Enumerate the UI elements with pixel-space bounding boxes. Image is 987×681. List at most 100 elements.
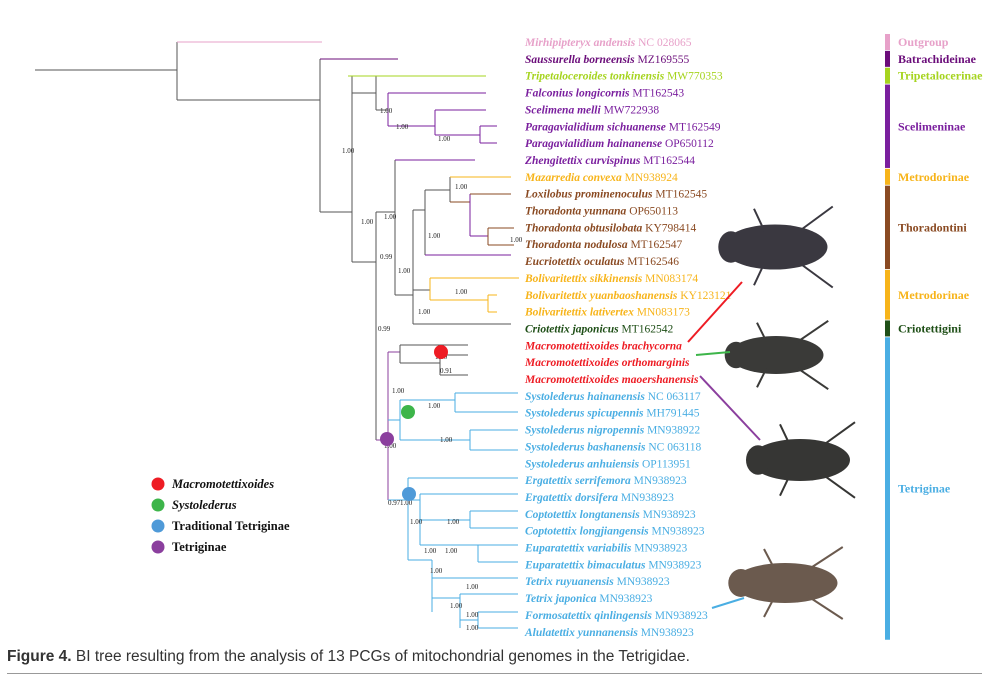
- insect-body: [728, 336, 824, 374]
- accession-number: MN938924: [622, 172, 678, 184]
- taxon-name: Macromotettixoides brachycorna: [524, 340, 682, 352]
- insect-leg: [805, 594, 844, 620]
- legend-label: Macromotettixoides: [171, 477, 274, 491]
- accession-number: NC 028065: [635, 37, 691, 49]
- insect-photo-2: [724, 319, 829, 391]
- taxon-label: Criotettix japonicus MT162542: [525, 323, 674, 335]
- accession-number: OP650113: [626, 206, 678, 218]
- insect-leg: [756, 322, 768, 343]
- pointer-line: [687, 281, 743, 343]
- subfamily-label: Outgroup: [898, 35, 949, 49]
- subfamily-label: Metrodorinae: [898, 288, 970, 302]
- legend-label: Traditional Tetriginae: [172, 519, 290, 533]
- caption-divider: [7, 673, 982, 674]
- support-value: 1.00: [396, 123, 409, 131]
- taxon-name: Macromotettixoides maoershanensis: [524, 374, 699, 386]
- support-value: 1.00: [424, 547, 437, 555]
- subfamily-label: Tetriginae: [898, 482, 951, 496]
- taxon-name: Mirhipipteryx andensis: [524, 37, 636, 49]
- accession-number: KY798414: [642, 222, 696, 234]
- subfamily-bar: OutgroupBatrachideinaeTripetalocerinaeSc…: [885, 34, 983, 640]
- taxon-label: Thoradonta nodulosa MT162547: [525, 239, 682, 251]
- taxon-label: Thoradonta yunnana OP650113: [525, 206, 678, 218]
- figure-caption: Figure 4. BI tree resulting from the ana…: [7, 648, 982, 666]
- subfamily-label: Criotettigini: [898, 321, 962, 335]
- node-markers: [380, 345, 448, 501]
- traditional-tetriginae-node-dot: [402, 487, 416, 501]
- accession-number: MH791445: [644, 408, 700, 420]
- accession-number: MT162543: [630, 88, 685, 100]
- subfamily-label: Metrodorinae: [898, 170, 970, 184]
- support-value: 0.91: [440, 367, 453, 375]
- taxon-name: Scelimena melli: [525, 104, 602, 116]
- taxon-label: Tetrix japonica MN938923: [525, 593, 653, 605]
- insect-body: [722, 224, 828, 270]
- support-value: 1.00: [445, 547, 458, 555]
- taxon-name: Systolederus anhuiensis: [525, 458, 640, 470]
- insect-head: [718, 231, 744, 263]
- support-value: 1.00: [510, 236, 523, 244]
- accession-number: MZ169555: [635, 54, 690, 66]
- taxon-label: Systolederus bashanensis NC 063118: [525, 441, 702, 453]
- insect-leg: [756, 367, 768, 388]
- support-value: 1.00: [455, 288, 468, 296]
- taxon-name: Paragavialidium hainanense: [525, 138, 662, 150]
- taxon-label: Eucriotettix oculatus MT162546: [524, 256, 679, 268]
- legend: MacromotettixoidesSystolederusTraditiona…: [151, 477, 290, 554]
- taxon-label: Euparatettix bimaculatus MN938923: [524, 559, 702, 571]
- insect-photo-4: [728, 546, 844, 620]
- systolederus-node-dot: [401, 405, 415, 419]
- taxon-name: Systolederus bashanensis: [525, 441, 646, 453]
- accession-number: NC 063118: [645, 441, 701, 453]
- subfamily-bar-segment: [885, 269, 890, 320]
- taxon-label: Coptotettix longjiangensis MN938923: [525, 526, 705, 538]
- accession-number: MN938923: [631, 543, 687, 555]
- taxon-name: Ergatettix dorsifera: [524, 492, 618, 504]
- taxon-name: Falconius longicornis: [524, 88, 630, 100]
- support-value: 1.00: [455, 183, 468, 191]
- taxon-name: Systolederus spicupennis: [525, 408, 644, 420]
- taxon-label: Bolivaritettix sikkinensis MN083174: [524, 273, 698, 285]
- support-value: 1.00: [380, 107, 393, 115]
- support-value: 1.00: [466, 624, 479, 632]
- support-value: 1.00: [440, 436, 453, 444]
- taxon-label: Tripetaloceroides tonkinensis MW770353: [525, 71, 723, 83]
- taxon-name: Ergatettix serrifemora: [524, 475, 631, 487]
- insect-leg: [763, 548, 776, 570]
- legend-swatch: [151, 540, 165, 554]
- accession-number: MT162542: [619, 323, 674, 335]
- taxon-label: Systolederus spicupennis MH791445: [525, 408, 700, 420]
- subfamily-bar-segment: [885, 337, 890, 640]
- insect-photos: [687, 205, 856, 620]
- taxon-label: Macromotettixoides orthomarginis: [524, 357, 690, 369]
- accession-number: MT162549: [666, 121, 721, 133]
- subfamily-label: Scelimeninae: [898, 119, 966, 133]
- taxon-label: Systolederus nigropennis MN938922: [525, 425, 700, 437]
- accession-number: MN083174: [642, 273, 698, 285]
- accession-number: MN083173: [634, 307, 690, 319]
- support-value: 1.00: [400, 499, 413, 507]
- subfamily-bar-segment: [885, 320, 890, 337]
- taxon-label: Falconius longicornis MT162543: [524, 88, 684, 100]
- taxon-label: Tetrix ruyuanensis MN938923: [525, 576, 670, 588]
- accession-number: MN938923: [640, 509, 696, 521]
- taxon-name: Euparatettix bimaculatus: [524, 559, 646, 571]
- tetriginae-node-dot: [380, 432, 394, 446]
- insect-leg: [794, 319, 829, 345]
- insect-leg: [779, 474, 791, 497]
- support-value: 1.00: [428, 402, 441, 410]
- support-value: 1.00: [361, 218, 374, 226]
- taxon-label: Bolivaritettix lativertex MN083173: [524, 307, 690, 319]
- insect-leg: [819, 421, 856, 449]
- support-value: 1.00: [428, 232, 441, 240]
- taxon-name: Macromotettixoides orthomarginis: [524, 357, 690, 369]
- pointer-line: [695, 351, 731, 356]
- caption-text: BI tree resulting from the analysis of 1…: [71, 648, 690, 665]
- accession-number: MN938923: [649, 526, 705, 538]
- taxon-label: Ergatettix dorsifera MN938923: [524, 492, 674, 504]
- insect-leg: [805, 546, 844, 572]
- legend-label: Tetriginae: [172, 540, 227, 554]
- insect-leg: [763, 596, 776, 618]
- insect-photo-1: [718, 205, 834, 289]
- taxon-name: Coptotettix longtanensis: [525, 509, 640, 521]
